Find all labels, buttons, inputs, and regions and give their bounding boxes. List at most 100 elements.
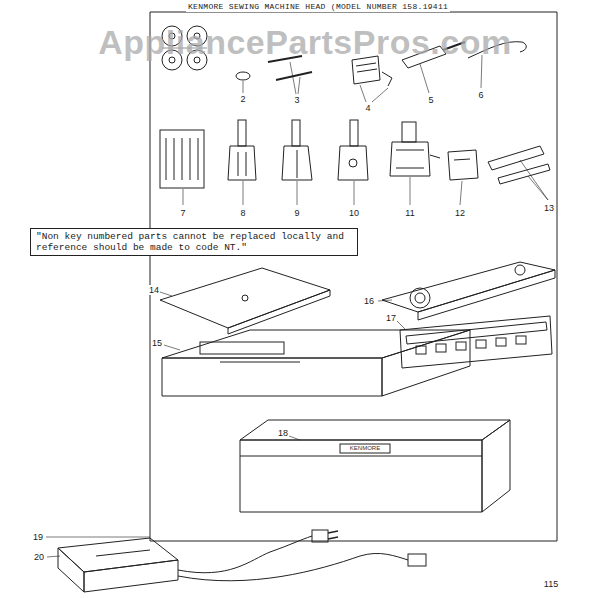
seam-guide (352, 56, 392, 102)
spool-pins (290, 62, 296, 94)
presser-foot (282, 146, 312, 180)
presser-foot (282, 120, 312, 205)
brush (488, 146, 550, 200)
callout-number: 4 (364, 103, 371, 113)
buttonhole-foot (390, 122, 440, 205)
pattern-cards (397, 316, 552, 368)
needle-pack (160, 130, 204, 205)
buttonholer (378, 300, 392, 301)
callout-number: 19 (32, 532, 44, 542)
callout-number: 8 (239, 208, 246, 218)
frame (150, 12, 557, 541)
foot-control (178, 553, 408, 580)
presser-foot (246, 152, 247, 176)
presser-foot (292, 120, 300, 146)
presser-foot (228, 120, 256, 205)
buttonholer (378, 262, 555, 320)
needle-plate (448, 150, 478, 180)
callout-number: 5 (427, 95, 434, 105)
pattern-cards (476, 340, 486, 348)
callout-number: 13 (543, 203, 555, 213)
buttonholer (418, 270, 555, 320)
foot-control (328, 537, 338, 539)
buttonholer (415, 293, 425, 303)
presser-foot (354, 181, 355, 205)
brush (520, 160, 548, 200)
note-text: "Non key numbered parts cannot be replac… (36, 231, 352, 253)
needle-plate (460, 181, 462, 205)
leader-line (46, 537, 150, 538)
spool-cap (236, 72, 250, 93)
brush (488, 146, 544, 170)
seam-guide (356, 63, 376, 66)
screwdriver (420, 64, 429, 93)
seam-guide (357, 69, 377, 72)
callout-number: 12 (454, 208, 466, 218)
callout-number: 2 (239, 94, 246, 104)
spool-pins (298, 77, 300, 94)
accessory-case (240, 420, 510, 512)
needle-pack (198, 138, 199, 180)
buttonhole-foot (396, 168, 424, 169)
cover-plate (228, 290, 330, 334)
spool-pins (276, 72, 312, 80)
needle-pack (174, 138, 175, 180)
brush (528, 176, 548, 200)
pattern-cards (400, 316, 552, 368)
callout-number: 7 (179, 208, 186, 218)
foot-control (312, 530, 328, 542)
pattern-cards (516, 336, 526, 344)
needle-plate (454, 159, 470, 160)
needle-pack (182, 138, 183, 180)
cover-plate (160, 268, 330, 334)
buttonholer (515, 265, 525, 275)
callout-number: 10 (348, 208, 360, 218)
callout-number: 16 (363, 296, 375, 306)
note-box: "Non key numbered parts cannot be replac… (30, 228, 358, 256)
foot-control (96, 550, 150, 556)
cover-plate (242, 295, 248, 301)
callout-number: 6 (477, 90, 484, 100)
callout-number: 3 (293, 95, 300, 105)
seam-guide (372, 88, 388, 102)
presser-foot (243, 181, 244, 205)
pattern-cards (436, 344, 446, 352)
needle-plate (448, 150, 478, 205)
callout-number: 17 (385, 313, 397, 323)
foot-control (47, 556, 60, 557)
accessory-case (340, 444, 390, 453)
spool-cap (243, 81, 244, 93)
foot-control (47, 530, 426, 592)
diagram-title: KENMORE SEWING MACHINE HEAD (MODEL NUMBE… (186, 2, 450, 12)
spool-pins (268, 56, 312, 94)
pattern-cards (397, 321, 406, 330)
page-number: 115 (543, 579, 559, 589)
foot-control (178, 536, 312, 573)
callout-number: 9 (293, 208, 300, 218)
callout-number: 14 (148, 285, 160, 295)
seam-guide (382, 72, 392, 86)
callout-number: 11 (404, 208, 415, 218)
presser-foot (228, 146, 256, 180)
cover-plate (160, 292, 172, 296)
callout-number: 18 (277, 428, 289, 438)
pattern-cards (496, 338, 506, 346)
extension-table (220, 362, 300, 363)
case-brand: KENMORE (350, 445, 380, 452)
extension-table (162, 330, 470, 396)
cover-plate (160, 268, 330, 328)
spool-cap (236, 72, 250, 80)
pattern-cards (456, 342, 466, 350)
needle-pack (160, 130, 204, 188)
needle-pack (183, 189, 184, 205)
extension-table (164, 345, 180, 350)
presser-foot (338, 146, 368, 180)
accessory-case (482, 420, 510, 512)
callout-number: 15 (151, 338, 163, 348)
accessory-case (240, 456, 482, 457)
callout-number: 20 (33, 552, 45, 562)
presser-foot (350, 120, 358, 146)
buttonholer (410, 288, 430, 308)
presser-foot (238, 152, 239, 176)
foot-control (328, 531, 338, 533)
